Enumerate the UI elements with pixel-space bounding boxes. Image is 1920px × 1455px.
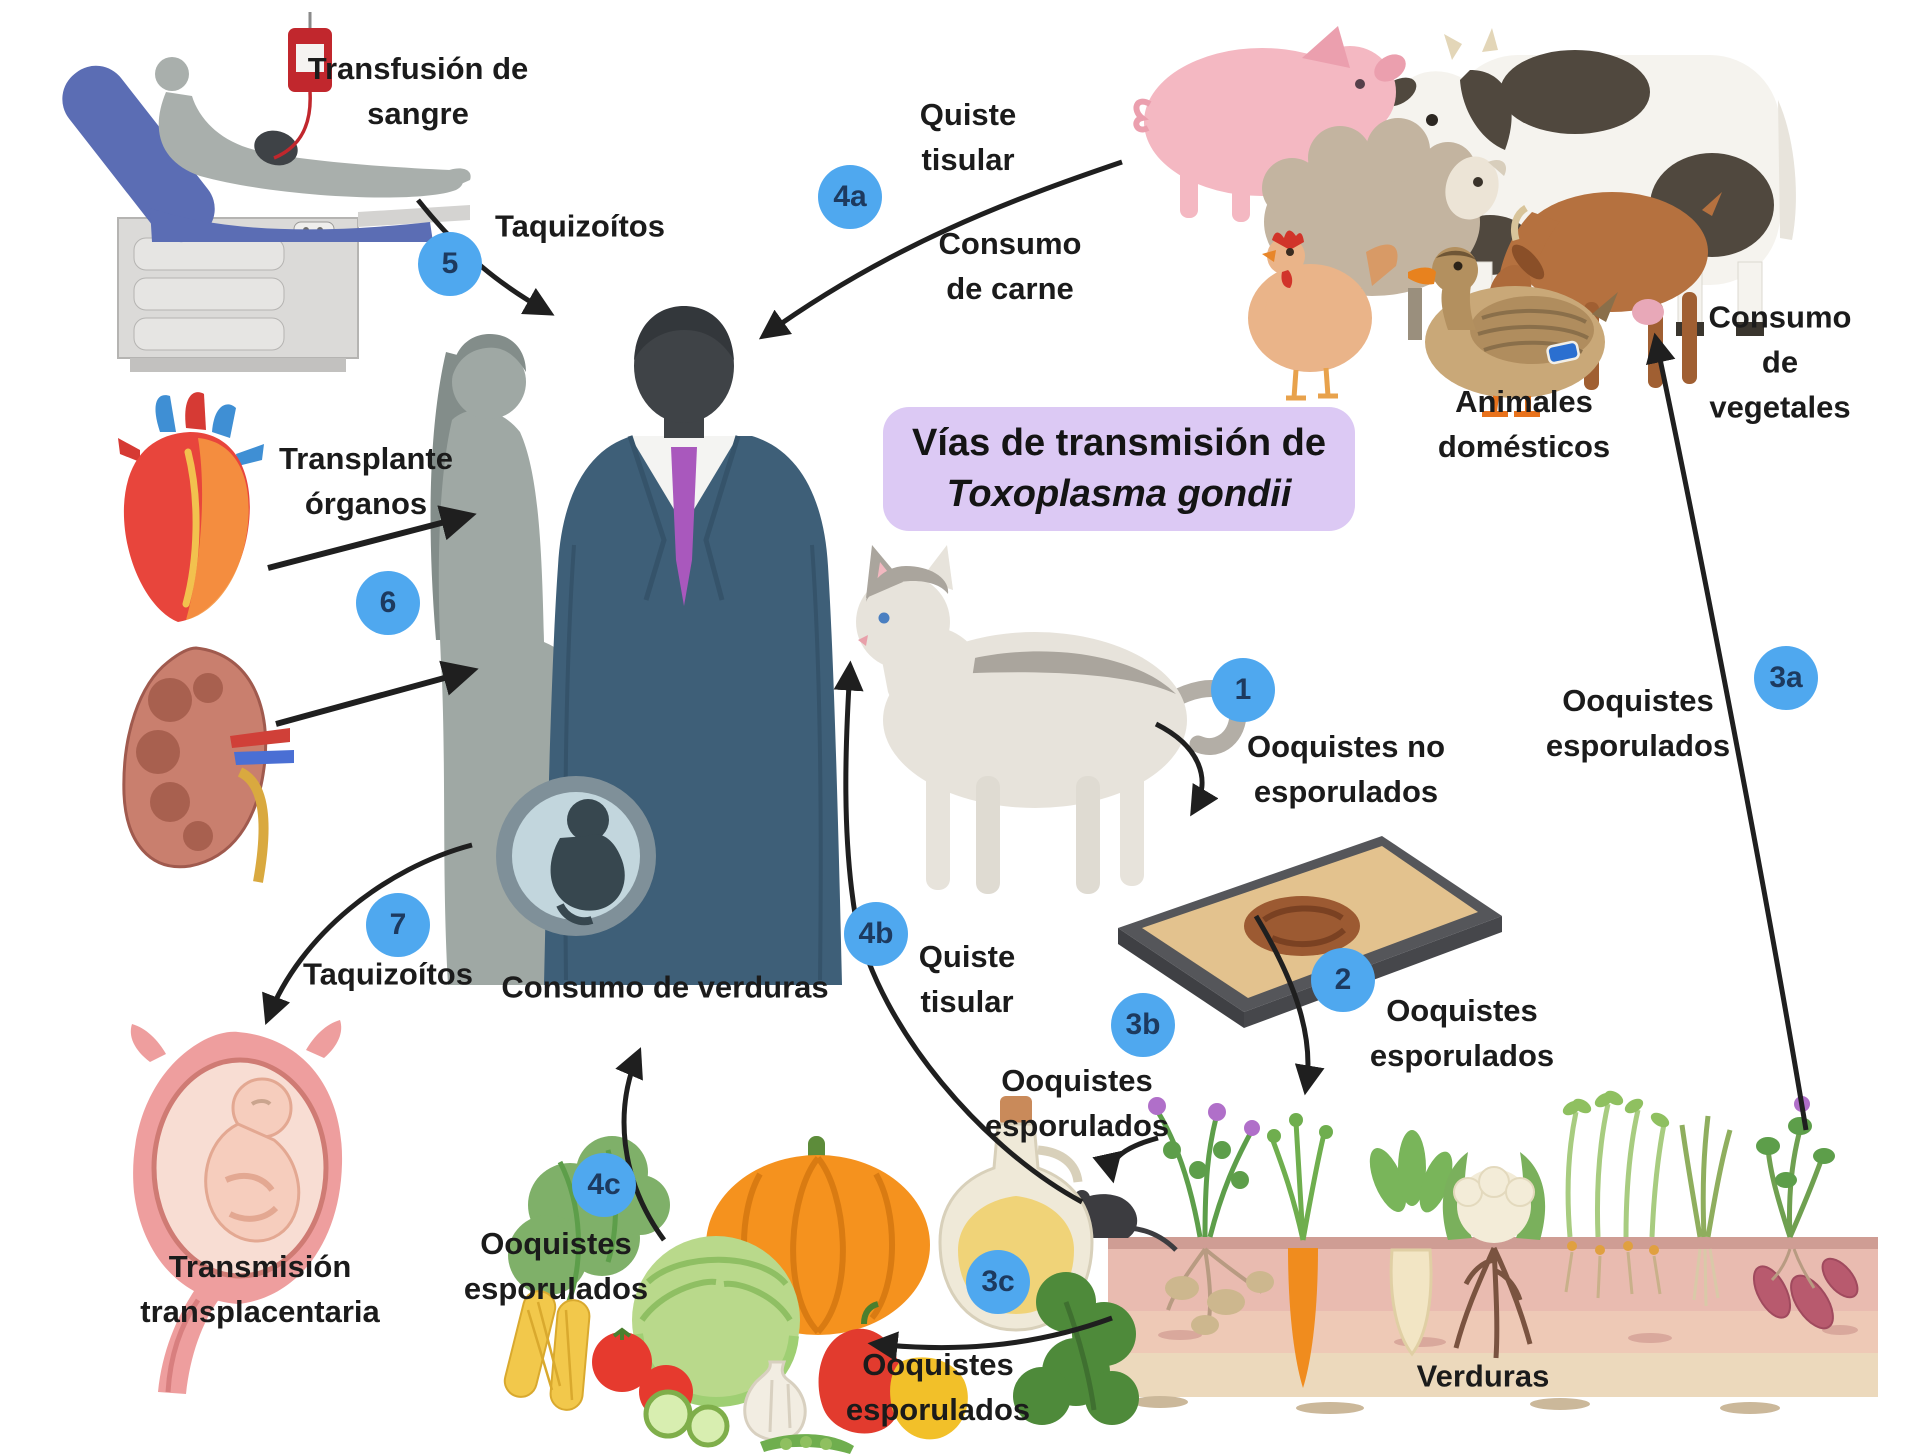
title-line2: Toxoplasma gondii <box>946 473 1292 515</box>
label-vegetables-bed: Verduras <box>1416 1358 1550 1394</box>
cat-illustration <box>856 545 1247 894</box>
arrow-1-cat-to-litterbox <box>1154 721 1219 817</box>
label-vegetable-consumption: Consumo de vegetales <box>1708 299 1852 425</box>
label-meat-consumption: Consumo de carne <box>938 226 1082 306</box>
badge-3b: 3b <box>1111 993 1175 1057</box>
chicken-icon <box>1248 230 1398 401</box>
label-tissue-cyst-4b: Quiste tisular <box>918 939 1016 1019</box>
label-tachyzoites-7: Taquizoítos <box>303 956 473 992</box>
badge-1: 1 <box>1211 658 1275 722</box>
heart-illustration <box>118 392 264 622</box>
badge-3c: 3c <box>966 1250 1030 1314</box>
arrow-4a-animals-to-human <box>758 159 1123 340</box>
arrow-3a-garden-to-animals <box>1645 332 1809 1131</box>
label-sporulated-oocysts-3b: Ooquistes esporulados <box>984 1063 1170 1143</box>
yellow-pepper <box>890 1357 968 1440</box>
fetus-icon <box>204 1077 301 1243</box>
label-sporulated-oocysts-4c: Ooquistes esporulados <box>463 1226 649 1306</box>
grass-plant <box>1679 1115 1733 1307</box>
kale-leaves <box>1013 1272 1139 1425</box>
label-sporulated-oocysts-3a: Ooquistes esporulados <box>1545 683 1731 763</box>
sprout-seedlings <box>1562 1090 1670 1299</box>
arrow-3c-garden-to-basket <box>867 1315 1113 1362</box>
pregnant-woman-silhouette <box>430 334 614 985</box>
badge-4c: 4c <box>572 1153 636 1217</box>
badge-4a: 4a <box>818 165 882 229</box>
vegetable-basket-illustration <box>503 1096 1139 1454</box>
sweet-potato-plant <box>1752 1096 1859 1330</box>
blood-transfusion-illustration <box>62 12 471 372</box>
donation-chair <box>62 65 215 243</box>
cat-head <box>856 575 950 669</box>
corn-icon <box>503 1290 591 1411</box>
donor-person <box>155 57 189 91</box>
label-tissue-cyst-4a: Quiste tisular <box>919 97 1017 177</box>
arrow-7-woman-to-uterus <box>262 842 473 1025</box>
label-sporulated-oocysts-3c: Ooquistes esporulados <box>845 1347 1031 1427</box>
farm-animals-illustration <box>1133 26 1796 417</box>
arrow-6-kidney-to-woman <box>275 660 479 727</box>
arrow-6-heart-to-woman <box>267 505 477 571</box>
tie <box>671 447 697 606</box>
carrot-plant <box>1267 1113 1333 1388</box>
arrow-4c-basket-to-human <box>615 1047 667 1242</box>
sheep-icon <box>1262 118 1507 340</box>
kidney-illustration <box>122 646 294 883</box>
title-line1: Vías de transmisión de <box>912 421 1326 464</box>
label-blood-transfusion: Transfusión de sangre <box>307 51 529 131</box>
label-vegetables-consumption: Consumo de verduras <box>501 969 829 1005</box>
turnip-plant <box>1369 1130 1453 1357</box>
badge-4b: 4b <box>844 902 908 966</box>
cauliflower-plant <box>1442 1152 1546 1359</box>
arrow-3b-to-rat <box>1092 1135 1159 1184</box>
badge-6: 6 <box>356 571 420 635</box>
badge-2: 2 <box>1311 948 1375 1012</box>
arrow-2-litterbox-to-garden <box>1253 914 1325 1096</box>
label-domestic-animals: Animales domésticos <box>1437 384 1611 464</box>
label-transplacental-transmission: Transmisión transplacentaria <box>140 1249 380 1329</box>
fetus-in-womb <box>496 776 656 936</box>
badge-7: 7 <box>366 893 430 957</box>
garlic-icon <box>743 1360 807 1442</box>
duck-icon <box>1408 247 1618 417</box>
arrows <box>262 159 1809 1362</box>
label-organ-transplant: Transplante órganos <box>279 441 453 521</box>
uterus-illustration <box>130 1020 343 1394</box>
litter-box-illustration <box>1118 836 1502 1028</box>
badge-3a: 3a <box>1754 646 1818 710</box>
cucumber-slices <box>643 1389 730 1448</box>
cat-eye <box>878 612 890 624</box>
diagram-title: Vías de transmisión de Toxoplasma gondii <box>883 407 1355 531</box>
potato-plant <box>1148 1097 1274 1335</box>
label-tachyzoites-5: Taquizoítos <box>495 208 665 244</box>
badge-5: 5 <box>418 232 482 296</box>
pea-pod <box>760 1434 854 1454</box>
label-sporulated-oocysts-2: Ooquistes esporulados <box>1369 993 1555 1073</box>
man-head <box>634 309 734 423</box>
label-unsporulated-oocysts: Ooquistes no esporulados <box>1246 729 1446 809</box>
garden-illustration <box>1046 1090 1878 1414</box>
